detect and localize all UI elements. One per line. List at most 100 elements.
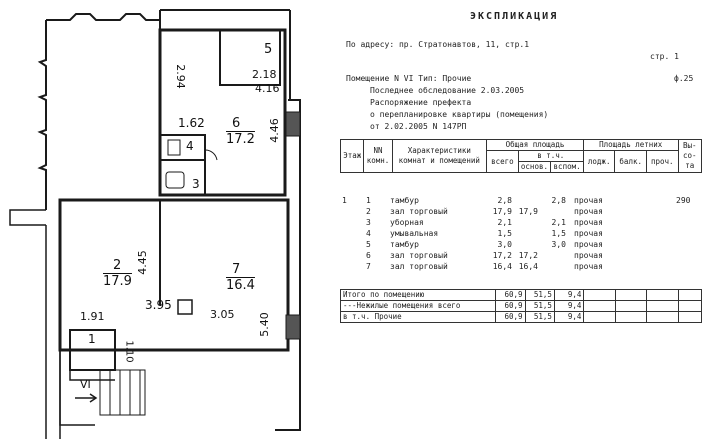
dim-1-91: 1.91 [80,310,105,323]
dim-4-46: 4.46 [267,118,281,143]
room-5-number: 5 [264,42,273,57]
cell-main: 17,2 [518,251,538,260]
cell-no: 7 [366,262,371,271]
hdr-total-area: Общая площадь [486,139,584,151]
dim-4-16: 4.16 [255,82,280,95]
empty-cell [614,311,648,323]
hdr-floor: Этаж [339,139,365,173]
order-line-3: от 2.02.2005 N 147РП [370,122,467,131]
explication-sheet: ЭКСПЛИКАЦИЯ По адресу: пр. Стратонавтов,… [330,0,706,439]
cell-no: 4 [366,229,371,238]
room-7-number: 7 [232,262,241,277]
outer-wall-left [37,20,47,210]
entrance-stairs [99,369,146,416]
total-value: 60,9 [495,300,526,312]
room-5-box [219,29,281,86]
empty-cell [614,300,648,312]
outer-wall-top-left [46,13,160,21]
corridor-wall [9,209,46,226]
cell-use: прочая [574,240,603,249]
dim-2-18: 2.18 [252,68,277,81]
dim-3-05: 3.05 [210,308,235,321]
doc-title: ЭКСПЛИКАЦИЯ [470,11,559,22]
cell-total: 3,0 [497,240,512,249]
cell-total: 16,4 [492,262,512,271]
dim-4-45: 4.45 [135,250,149,275]
hdr-other: проч. [645,150,679,173]
cell-no: 1 [366,196,371,205]
room-1-number: 1 [88,332,96,346]
cell-no: 2 [366,207,371,216]
room-4-number: 4 [186,139,194,153]
total-label: Итого по помещению [339,289,497,301]
cell-total: 17,9 [492,207,512,216]
empty-cell [646,300,679,312]
order-line-1: Распоряжение префекта [370,98,472,107]
cell-aux: 3,0 [551,240,566,249]
totals-table: Итого по помещению 60,9 51,5 9,4 ---Нежи… [339,289,703,323]
cell-desc: тамбур [390,196,419,205]
cell-height: 290 [676,196,691,205]
cell-aux: 1,5 [551,229,566,238]
cell-total: 2,1 [497,218,512,227]
hdr-incl: в т.ч. [517,150,584,162]
order-line-2: о перепланировке квартиры (помещения) [370,110,549,119]
cell-desc: уборная [390,218,424,227]
empty-cell [614,289,648,301]
cell-use: прочая [574,196,603,205]
cell-use: прочая [574,229,603,238]
cell-total: 17,2 [492,251,512,260]
empty-cell [677,300,703,312]
cell-desc: зал торговый [390,262,448,271]
hdr-loggia: лодж. [582,150,616,173]
address: По адресу: пр. Стратонавтов, 11, стр.1 [346,40,530,49]
survey-date: Последнее обследование 2.03.2005 [370,86,525,95]
total-label: ---Нежилые помещения всего [339,300,497,312]
cell-total: 2,8 [497,196,512,205]
entrance-label: VI [80,378,91,391]
total-row-2: ---Нежилые помещения всего 60,9 51,5 9,4 [339,300,703,312]
cell-use: прочая [574,251,603,260]
hdr-description: Характеристики комнат и помещений [391,139,488,173]
room-6-area: 17.2 [226,132,255,147]
room-2-area: 17.9 [103,274,132,289]
empty-cell [583,289,616,301]
room-1-box [69,329,116,371]
cell-use: прочая [574,207,603,216]
total-aux: 9,4 [553,289,585,301]
cell-desc: тамбур [390,240,419,249]
total-aux: 9,4 [553,300,585,312]
dim-1-10: 1.10 [123,340,135,363]
total-row-1: Итого по помещению 60,9 51,5 9,4 [339,289,703,301]
premise-type: Помещение N VI Тип: Прочие [346,74,472,83]
empty-cell [583,300,616,312]
floor-plan [9,9,301,439]
total-main: 51,5 [524,289,555,301]
total-aux: 9,4 [553,311,585,323]
hdr-main: основ. [517,161,552,173]
empty-cell [677,289,703,301]
hdr-total: всего [486,150,519,173]
empty-cell [646,289,679,301]
cell-no: 6 [366,251,371,260]
empty-cell [646,311,679,323]
hdr-balcony: балк. [614,150,647,173]
cell-use: прочая [574,262,603,271]
hdr-summer: Площадь летних [582,139,679,151]
cell-aux: 2,1 [551,218,566,227]
empty-cell [583,311,616,323]
room-3-box [159,159,206,196]
pillar [177,299,193,315]
cell-desc: зал торговый [390,207,448,216]
total-value: 60,9 [495,311,526,323]
dim-2-94: 2.94 [173,64,187,89]
total-main: 51,5 [524,311,555,323]
dim-1-62: 1.62 [178,116,205,130]
